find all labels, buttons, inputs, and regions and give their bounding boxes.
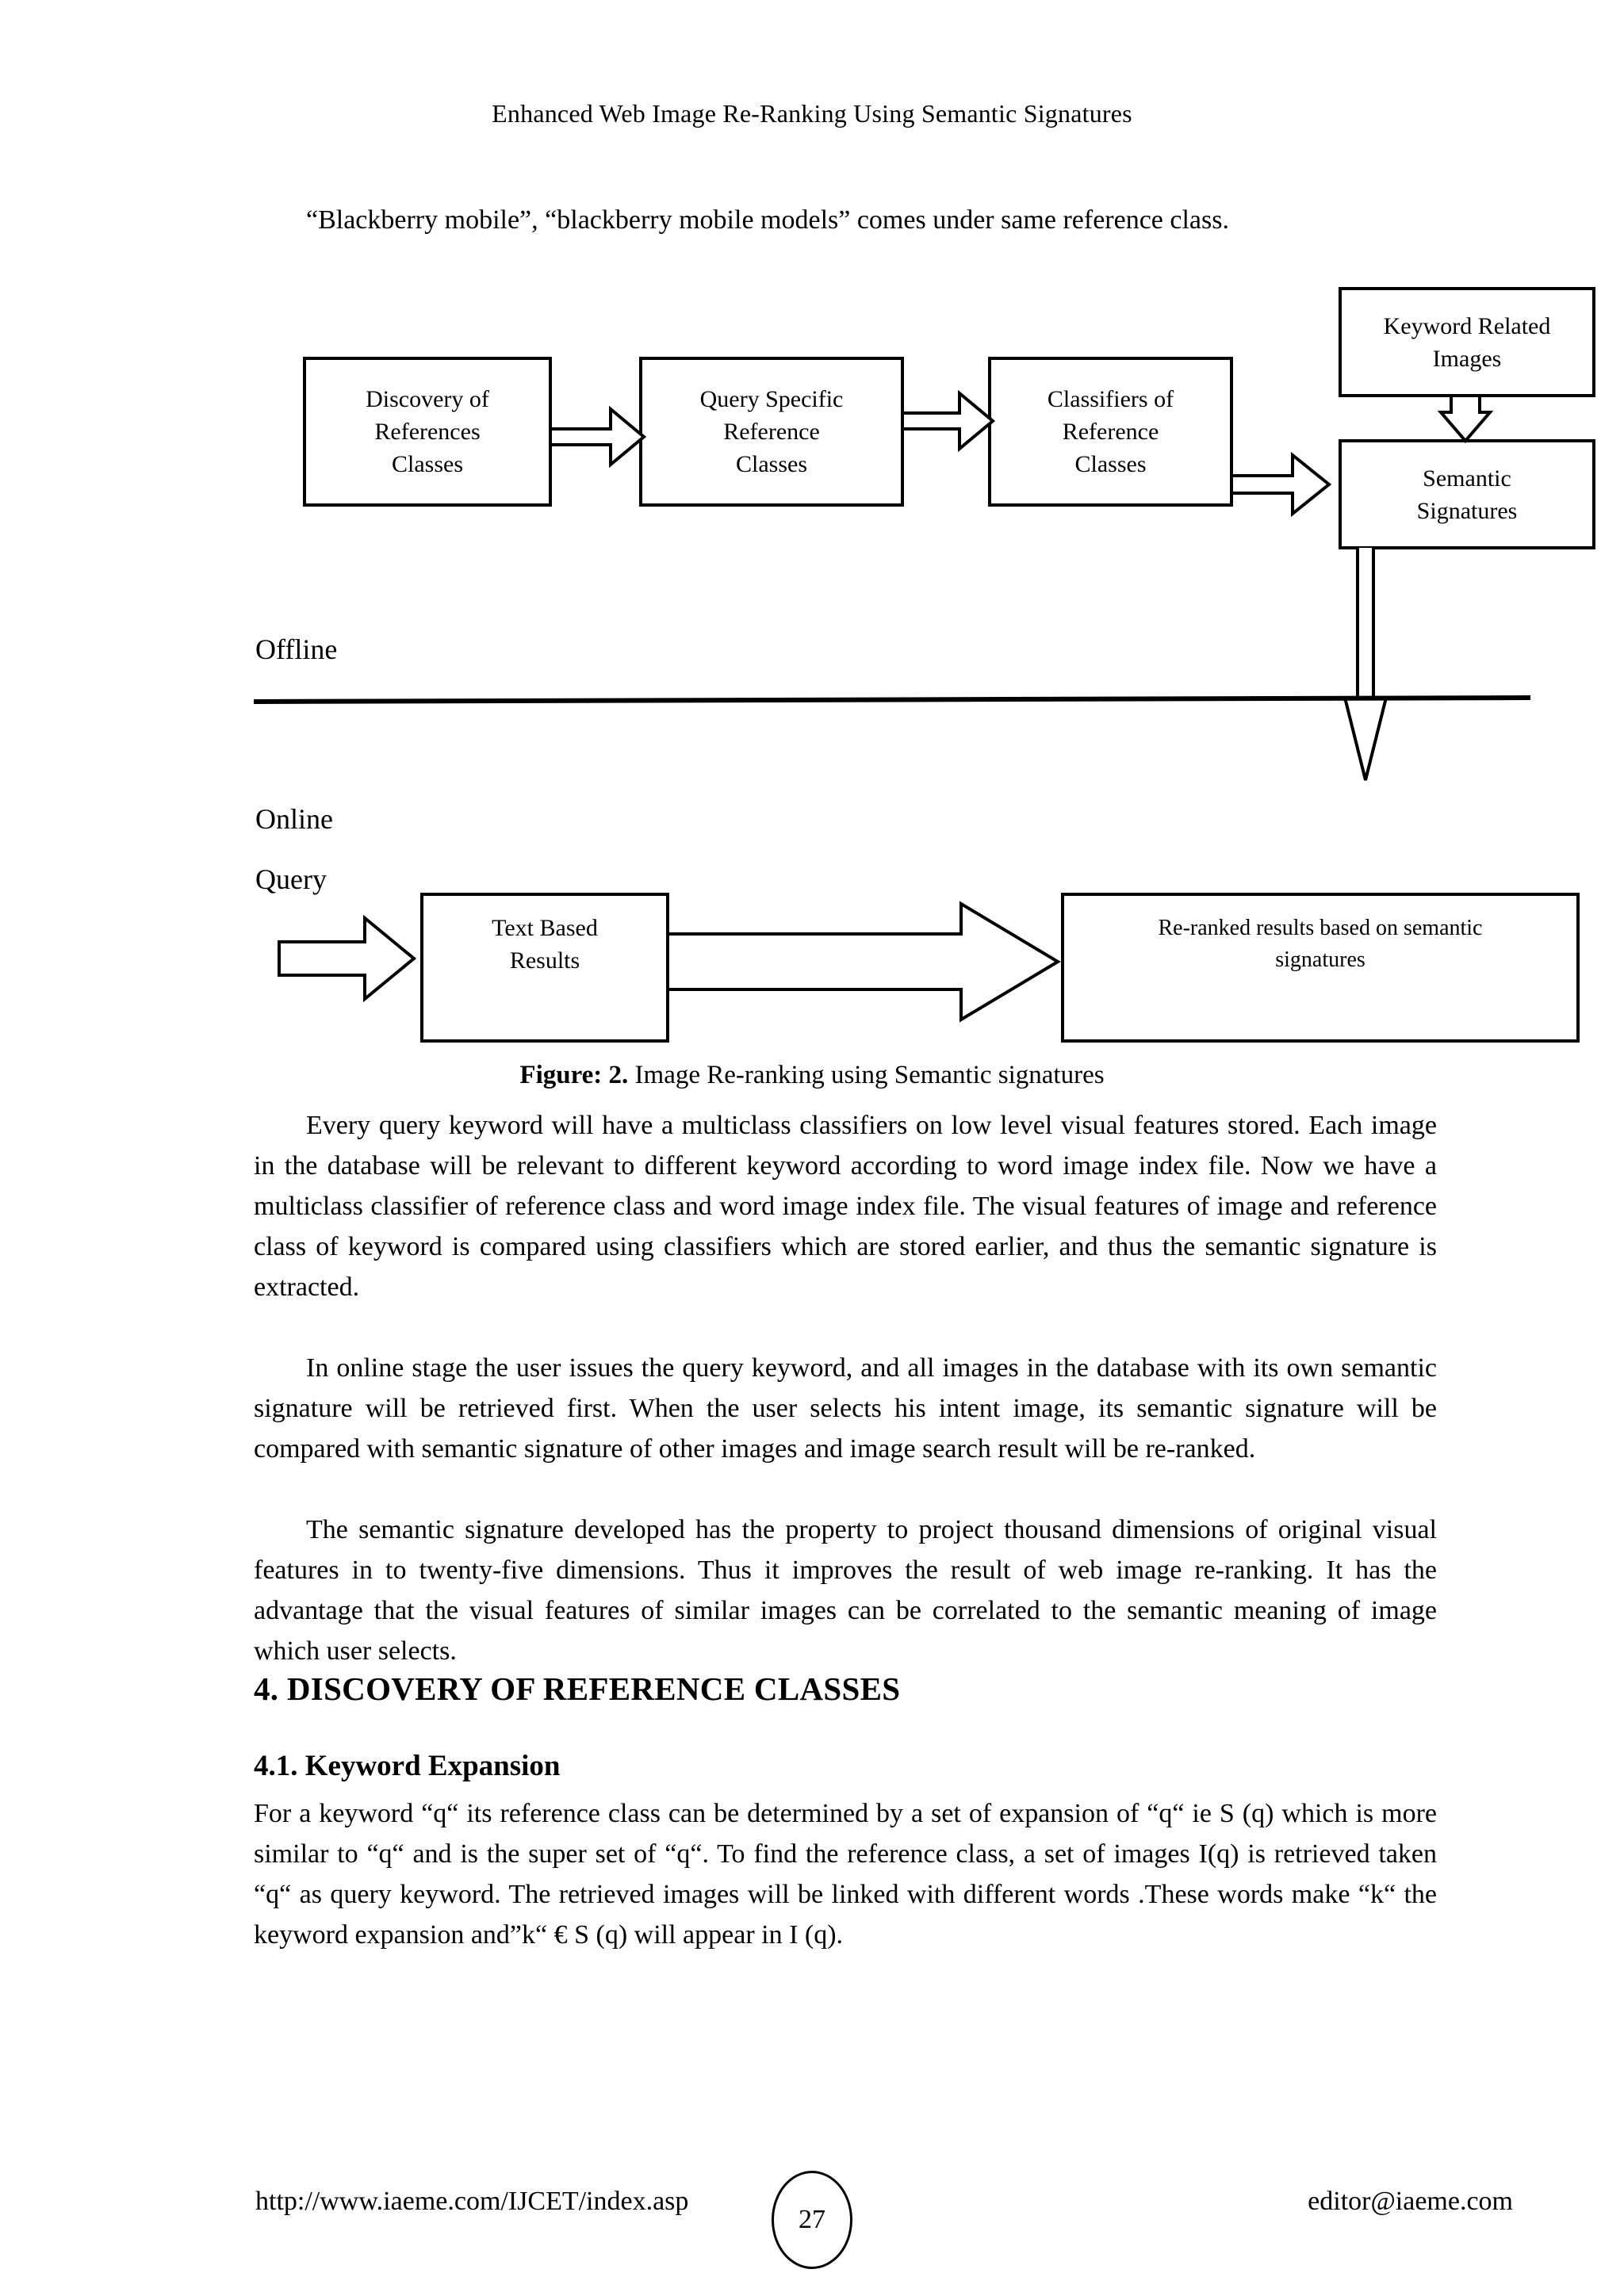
line: Reference (1062, 419, 1159, 445)
line: signatures (1275, 947, 1365, 972)
arrow-query-specific-to-classifiers (901, 389, 996, 453)
stage-label-offline: Offline (255, 633, 338, 665)
line: References (374, 419, 481, 445)
footer-email[interactable]: editor@iaeme.com (1308, 2187, 1513, 2216)
paragraph-1-block: Every query keyword will have a multicla… (254, 1105, 1437, 1307)
intro-paragraph-block: “Blackberry mobile”, “blackberry mobile … (254, 200, 1437, 240)
running-head: Enhanced Web Image Re-Ranking Using Sema… (492, 99, 1132, 128)
box-classifiers (988, 357, 1233, 507)
box-label-discovery: Discovery of References Classes (304, 358, 550, 505)
line: Query Specific (699, 386, 844, 412)
paragraph-2-block: In online stage the user issues the quer… (254, 1348, 1437, 1469)
subsection-heading: 4.1. Keyword Expansion (254, 1750, 561, 1782)
paragraph-1: Every query keyword will have a multicla… (254, 1111, 1437, 1302)
line: Discovery of (366, 386, 489, 412)
offline-online-divider (253, 695, 1531, 704)
line: Classes (736, 451, 807, 477)
page-number-badge: 27 (772, 2171, 852, 2269)
box-label-classifiers: Classifiers of Reference Classes (990, 358, 1231, 505)
box-semantic-signatures (1339, 439, 1595, 549)
arrow-text-based-to-reranked (666, 901, 1061, 1023)
keyword-paragraph-block: For a keyword “q“ its reference class ca… (254, 1793, 1437, 1955)
line: Classes (392, 451, 463, 477)
line: Classifiers of (1047, 386, 1174, 412)
stage-label-query: Query (255, 863, 327, 895)
line: Classes (1074, 451, 1147, 477)
line: Results (509, 947, 580, 974)
figure-caption-text: Image Re-ranking using Semantic signatur… (628, 1061, 1105, 1089)
box-reranked (1061, 893, 1580, 1043)
page-footer: http://www.iaeme.com/IJCET/index.asp 27 … (0, 2171, 1624, 2269)
stage-label-online: Online (255, 803, 333, 835)
box-query-specific (639, 357, 904, 507)
paragraph-3: The semantic signature developed has the… (254, 1515, 1437, 1666)
line: Images (1432, 345, 1502, 372)
footer-url[interactable]: http://www.iaeme.com/IJCET/index.asp (255, 2187, 689, 2216)
arrow-discovery-to-query-specific (549, 405, 647, 469)
figure-2-svg (253, 287, 1595, 1043)
arrow-semantic-signatures-to-online (1342, 548, 1388, 781)
paragraph-3-block: The semantic signature developed has the… (254, 1510, 1437, 1671)
box-label-reranked: Re-ranked results based on semantic sign… (1063, 894, 1578, 993)
box-label-keyword-related: Keyword Related Images (1340, 289, 1594, 396)
paragraph-2: In online stage the user issues the quer… (254, 1353, 1437, 1464)
arrow-query-to-text-based (278, 914, 417, 1003)
box-text-based (420, 893, 669, 1043)
figure-caption: Figure: 2. Image Re-ranking using Semant… (0, 1061, 1624, 1090)
section-heading: 4. DISCOVERY OF REFERENCE CLASSES (254, 1670, 901, 1707)
line: Re-ranked results based on semantic (1158, 915, 1483, 940)
keyword-paragraph: For a keyword “q“ its reference class ca… (254, 1799, 1437, 1950)
intro-paragraph: “Blackberry mobile”, “blackberry mobile … (306, 205, 1229, 235)
arrow-classifiers-to-semantic-signatures (1230, 451, 1332, 518)
line: Semantic (1423, 465, 1511, 492)
box-discovery (303, 357, 552, 507)
line: Signatures (1416, 497, 1518, 524)
line: Text Based (492, 914, 598, 941)
box-label-semantic-signatures: Semantic Signatures (1340, 441, 1594, 548)
line: Reference (723, 419, 820, 445)
box-keyword-related (1339, 287, 1595, 397)
box-label-query-specific: Query Specific Reference Classes (641, 358, 902, 505)
figure-caption-prefix: Figure: 2. (519, 1061, 629, 1089)
line: Keyword Related (1383, 312, 1551, 339)
box-label-text-based: Text Based Results (422, 894, 668, 993)
arrow-keyword-related-to-semantic-signatures (1437, 394, 1494, 444)
